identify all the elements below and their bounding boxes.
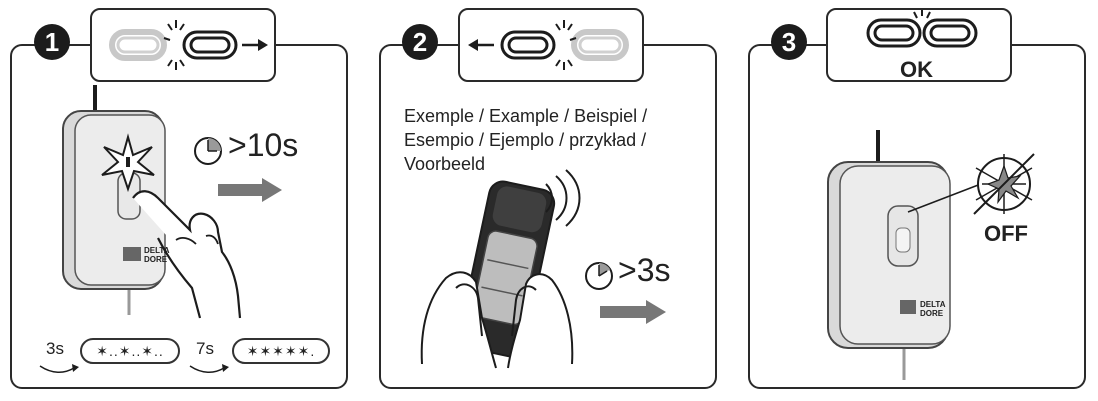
blink-pattern-fast: ✶✶✶✶✶.: [232, 338, 330, 364]
arrow-left-icon: [468, 39, 494, 51]
delta-dore-logo-icon: [900, 300, 916, 314]
clock-icon: [194, 137, 222, 165]
remote-icon: [420, 180, 574, 369]
sequence-2-time: 7s: [196, 339, 214, 358]
clock-icon: [585, 262, 613, 290]
blink-pattern-slow: ✶..✶..✶..: [80, 338, 180, 364]
step-1-pairing-tab: [90, 8, 276, 82]
step-1-timer: >10s: [228, 127, 299, 163]
chain-link-icon: [468, 20, 629, 70]
arrow-right-icon: [218, 178, 282, 202]
example-text: Exemple / Example / Beispiel / Esempio /…: [404, 106, 648, 174]
ok-label: OK: [900, 57, 933, 82]
step-2-pairing-tab: [458, 8, 644, 82]
curved-arrow-icon: [189, 364, 229, 373]
step-3-pairing-tab: [826, 8, 1012, 82]
sequence-1-time: 3s: [46, 339, 64, 358]
step-2-timer: >3s: [618, 252, 671, 288]
delta-dore-logo-icon: [123, 247, 141, 261]
flash-icon: [101, 133, 155, 193]
step-2-number: 2: [402, 24, 438, 60]
arrow-right-icon: [242, 39, 268, 51]
chain-link-icon: [109, 20, 268, 70]
device-logo-text: DELTA DORE: [920, 300, 946, 318]
curved-arrow-icon: [39, 364, 79, 373]
off-label: OFF: [984, 221, 1028, 246]
step-3-number: 3: [771, 24, 807, 60]
hand-icon: [132, 190, 242, 319]
receiver-device: [827, 130, 987, 380]
step-1-number: 1: [34, 24, 70, 60]
chain-link-icon: [866, 10, 978, 48]
signal-waves-icon: [545, 169, 581, 227]
device-logo-text: DELTA DORE: [144, 246, 170, 264]
flash-icon: [973, 153, 1035, 215]
arrow-right-icon: [600, 300, 666, 324]
